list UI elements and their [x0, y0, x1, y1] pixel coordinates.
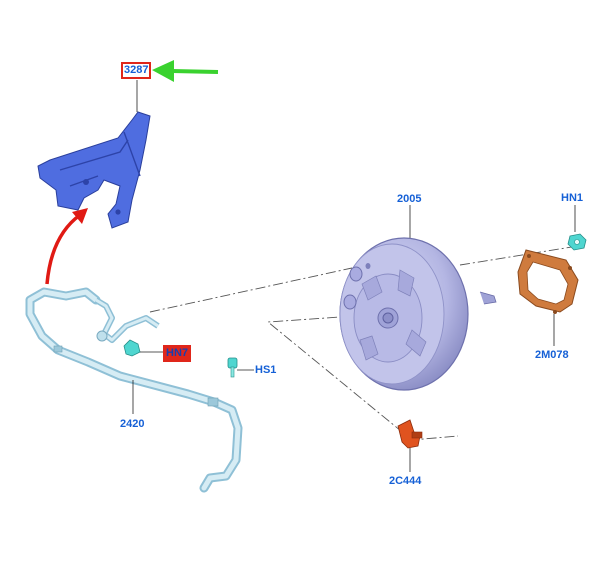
- vacuum-hose-part: [25, 287, 243, 493]
- screw-fastener-part: [227, 357, 254, 378]
- part-label-booster: 2005: [397, 193, 422, 205]
- leader-booster-to-nut: [459, 245, 579, 266]
- check-valve-part: [397, 419, 423, 472]
- part-label-screw: HS1: [255, 364, 277, 376]
- part-label-gasket: 2M078: [535, 349, 569, 361]
- part-label-clamp: HN7: [163, 345, 192, 362]
- pointer-arrow-icon: [152, 60, 219, 82]
- nut-fastener-part: [567, 205, 587, 251]
- gasket-part: [517, 249, 579, 346]
- leader-lines: [149, 245, 579, 441]
- bracket-part: [37, 80, 151, 229]
- brake-booster-part: [339, 205, 497, 391]
- part-label-valve: 2C444: [389, 475, 422, 487]
- clamp-fastener-part: [123, 339, 163, 357]
- leader-hose-to-booster: [149, 267, 353, 313]
- part-label-nut: HN1: [561, 192, 584, 204]
- part-label-bracket: 3287: [121, 62, 152, 79]
- curved-direction-arrow-icon: [45, 208, 88, 285]
- leader-valve-box: [266, 315, 459, 441]
- part-label-hose: 2420: [120, 418, 145, 430]
